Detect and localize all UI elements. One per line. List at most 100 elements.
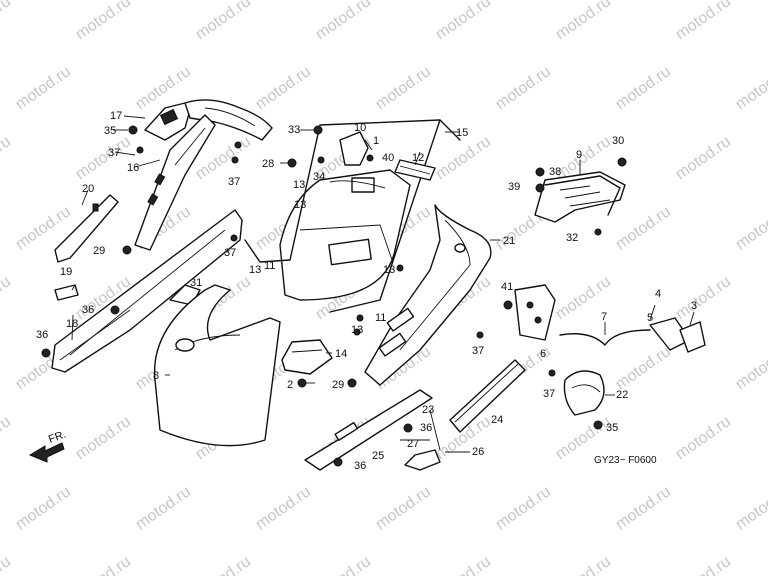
watermark-text: motod.ru — [733, 203, 768, 253]
watermark-text: motod.ru — [493, 483, 554, 533]
watermark-text: motod.ru — [0, 133, 14, 183]
watermark-text: motod.ru — [0, 0, 14, 43]
callout-35-b: 35 — [606, 422, 618, 434]
part-8-front-shroud — [153, 284, 281, 447]
watermark-text: motod.ru — [373, 483, 434, 533]
callout-40: 40 — [382, 152, 394, 164]
callout-13-b: 13 — [294, 199, 306, 211]
callout-25: 25 — [372, 450, 384, 462]
watermark-text: motod.ru — [0, 273, 14, 323]
watermark-text: motod.ru — [373, 63, 434, 113]
callout-29-b: 29 — [332, 379, 344, 391]
callout-5: 5 — [647, 312, 653, 324]
callout-24: 24 — [491, 414, 503, 426]
watermark-text: motod.ru — [133, 483, 194, 533]
watermark-text: motod.ru — [613, 63, 674, 113]
callout-21: 21 — [503, 235, 515, 247]
callout-13-a: 13 — [293, 179, 305, 191]
callout-36-a: 36 — [82, 304, 94, 316]
callout-28: 28 — [262, 158, 274, 170]
callout-37-b: 37 — [228, 176, 240, 188]
part-23-floor-rail — [304, 389, 433, 471]
part-24-floor-strip — [449, 359, 526, 433]
watermark-text: motod.ru — [613, 343, 674, 393]
watermark-text: motod.ru — [733, 63, 768, 113]
leader-lines — [71, 115, 695, 453]
callout-30: 30 — [612, 135, 624, 147]
callout-37-d: 37 — [472, 345, 484, 357]
watermark-text: motod.ru — [433, 553, 494, 576]
watermark-text: motod.ru — [193, 553, 254, 576]
watermark-text: motod.ru — [613, 203, 674, 253]
watermark-text: motod.ru — [253, 483, 314, 533]
watermark-text: motod.ru — [253, 63, 314, 113]
fasteners — [41, 125, 627, 467]
part-14-hook — [281, 339, 333, 375]
callout-34: 34 — [313, 171, 325, 183]
callout-1: 1 — [373, 135, 379, 147]
callout-14: 14 — [335, 348, 347, 360]
watermark-text: motod.ru — [13, 483, 74, 533]
callout-16: 16 — [127, 162, 139, 174]
part-7-cable — [559, 329, 651, 346]
callout-31: 31 — [190, 277, 202, 289]
callout-11-b: 11 — [375, 312, 386, 324]
watermark-text: motod.ru — [193, 0, 254, 43]
part-upper-cover-strip — [184, 99, 273, 141]
part-10-lamp — [339, 131, 369, 166]
direction-label: FR. — [47, 428, 68, 445]
callout-36-d: 36 — [354, 460, 366, 472]
part-22-cover — [563, 370, 605, 416]
diagram-code: GY23− F0600 — [594, 455, 657, 466]
callout-3: 3 — [691, 300, 697, 312]
watermark-text: motod.ru — [493, 63, 554, 113]
callout-11-a: 11 — [264, 260, 275, 272]
callout-8: 8 — [153, 370, 159, 382]
watermark-text: motod.ru — [433, 0, 494, 43]
watermark-text: motod.ru — [13, 63, 74, 113]
part-9-rear-rack — [534, 171, 626, 223]
callout-38: 38 — [549, 166, 561, 178]
front-direction-arrow — [28, 442, 65, 463]
watermark-text: motod.ru — [553, 553, 614, 576]
callout-37-c: 37 — [224, 247, 236, 259]
callout-39: 39 — [508, 181, 520, 193]
watermark-text: motod.ru — [73, 0, 134, 43]
callout-18: 18 — [66, 318, 78, 330]
callout-7: 7 — [601, 311, 607, 323]
callout-20: 20 — [82, 183, 94, 195]
callout-32: 32 — [566, 232, 578, 244]
part-16-side-rail — [134, 114, 216, 251]
watermark-text: motod.ru — [0, 413, 14, 463]
callout-23: 23 — [422, 404, 434, 416]
callout-17: 17 — [110, 110, 122, 122]
part-19-label — [54, 284, 79, 301]
watermark-text: motod.ru — [613, 483, 674, 533]
callout-27: 27 — [407, 438, 419, 450]
callout-10: 10 — [354, 122, 366, 134]
callout-15: 15 — [456, 127, 468, 139]
watermark-text: motod.ru — [733, 343, 768, 393]
watermark-text: motod.ru — [73, 413, 134, 463]
part-26-bracket — [404, 449, 441, 471]
watermark-text: motod.ru — [433, 133, 494, 183]
watermark-text: motod.ru — [313, 553, 374, 576]
callout-33: 33 — [288, 124, 300, 136]
callout-6: 6 — [540, 348, 546, 360]
callout-29-a: 29 — [93, 245, 105, 257]
watermark-text: motod.ru — [553, 0, 614, 43]
part-15-bracket-frame — [244, 119, 461, 313]
part-6-seat-latch — [514, 284, 556, 341]
part-4-key-cylinder — [649, 317, 706, 353]
callout-37-a: 37 — [108, 147, 120, 159]
callout-2: 2 — [287, 379, 293, 391]
watermark-text: motod.ru — [673, 273, 734, 323]
callout-13-e: 13 — [351, 324, 363, 336]
part-17-upper-bracket — [144, 102, 191, 141]
callout-19: 19 — [60, 266, 72, 278]
callout-26: 26 — [472, 446, 484, 458]
callout-13-c: 13 — [249, 264, 261, 276]
part-12-reflector — [394, 159, 436, 181]
callout-35-a: 35 — [104, 125, 116, 137]
